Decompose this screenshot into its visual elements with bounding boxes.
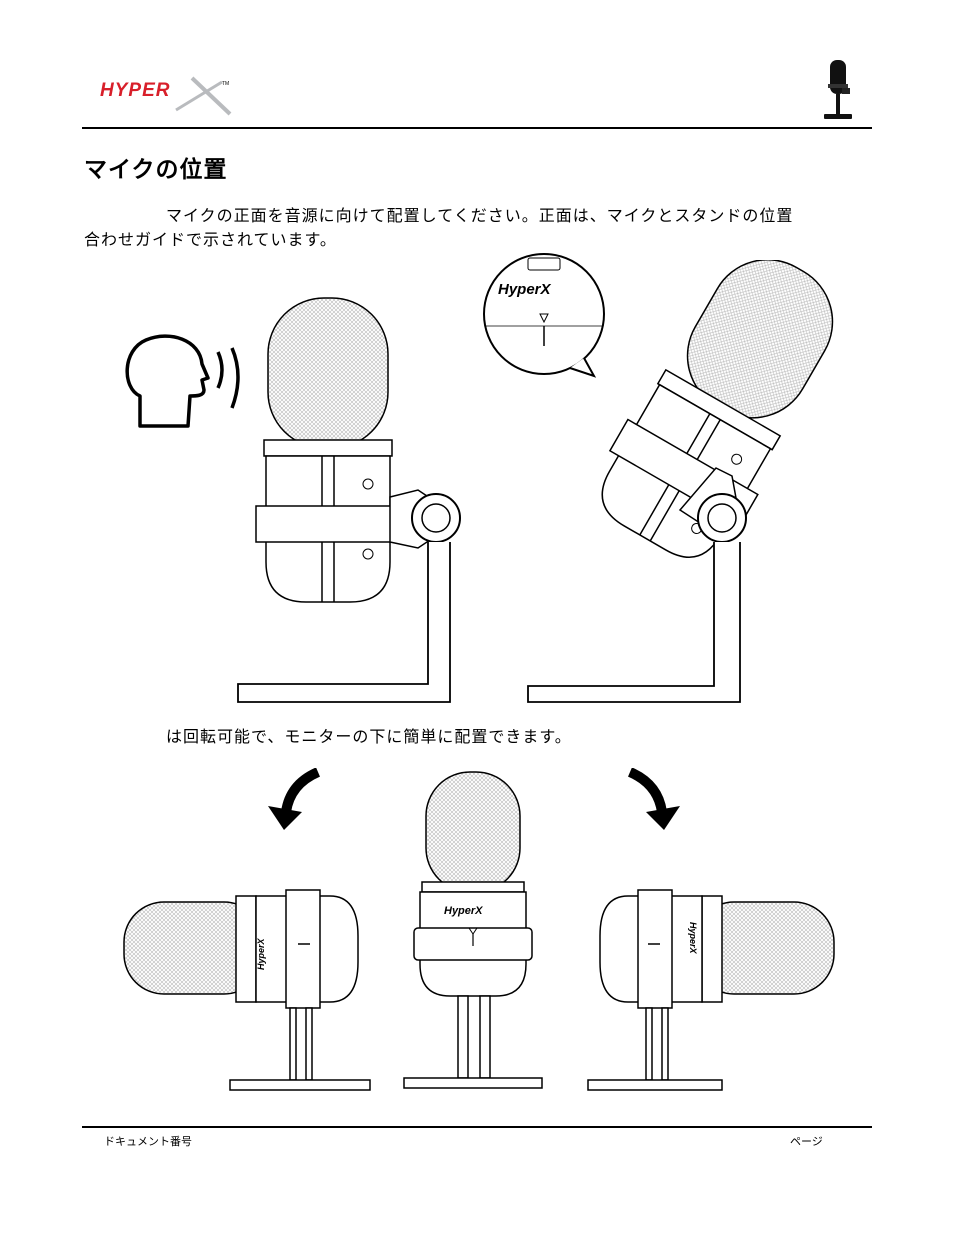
body-paragraph-line1: マイクの正面を音源に向けて配置してください。正面は、マイクとスタンドの位置 [166,206,794,225]
svg-text:TM: TM [222,81,229,87]
hyperx-logo: HYPER TM [100,76,232,116]
microphone-rotated-right-illustration: HyperX [587,889,835,1091]
curved-arrow-left-icon [268,768,321,830]
side-brand-right: HyperX [688,922,698,955]
microphone-tilted-illustration [527,260,834,703]
body-paragraph-line2: 合わせガイドで示されています。 [84,230,337,249]
curved-arrow-right-icon [627,768,680,830]
header-divider [82,127,872,129]
section-title: マイクの位置 [84,157,228,183]
rotation-paragraph: は回転可能で、モニターの下に簡単に配置できます。 [166,727,572,746]
speaker-head-icon [125,334,240,428]
document-number-label: ドキュメント番号 [104,1135,192,1148]
svg-text:HYPER: HYPER [100,80,170,101]
microphone-icon [824,60,852,119]
front-brand-text: HyperX [444,905,483,917]
microphone-front-view-illustration: HyperX [403,771,543,1089]
footer-divider [82,1126,872,1128]
side-brand-left: HyperX [256,937,266,970]
microphone-upright-illustration [237,297,461,703]
page-label: ページ [790,1135,823,1148]
callout-brand-text: HyperX [498,281,552,298]
alignment-guide-callout: HyperX [483,253,605,378]
microphone-rotated-left-illustration: HyperX [123,889,371,1091]
